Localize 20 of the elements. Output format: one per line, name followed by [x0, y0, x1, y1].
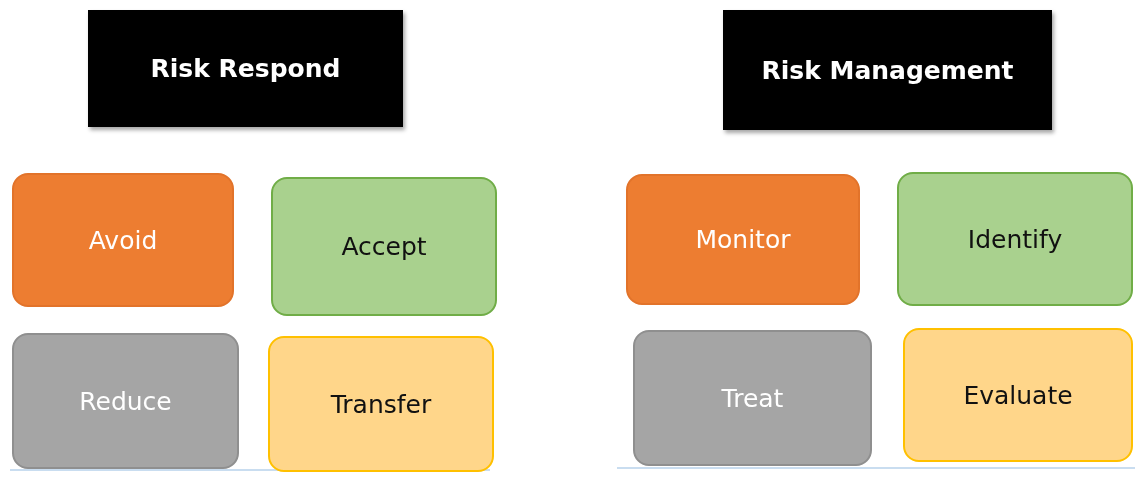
category-box [268, 336, 494, 472]
heading: Risk Respond [150, 54, 341, 83]
category-box [271, 177, 497, 316]
box-label: Monitor [695, 225, 791, 254]
box-label: Accept [341, 232, 427, 261]
box-label: Evaluate [963, 380, 1073, 410]
category-box [12, 173, 234, 307]
box-label: Treat [721, 383, 784, 413]
category-box [897, 172, 1133, 306]
category-box [633, 330, 872, 466]
category-box [626, 174, 860, 305]
box-label: Identify [967, 224, 1063, 254]
box-label: Transfer [330, 389, 432, 419]
header-box [723, 10, 1052, 130]
category-box [12, 333, 239, 469]
heading: Risk Management [761, 55, 1014, 85]
category-box [903, 328, 1133, 462]
box-label: Reduce [79, 386, 172, 416]
header-box [88, 10, 403, 127]
box-label: Avoid [88, 225, 158, 255]
